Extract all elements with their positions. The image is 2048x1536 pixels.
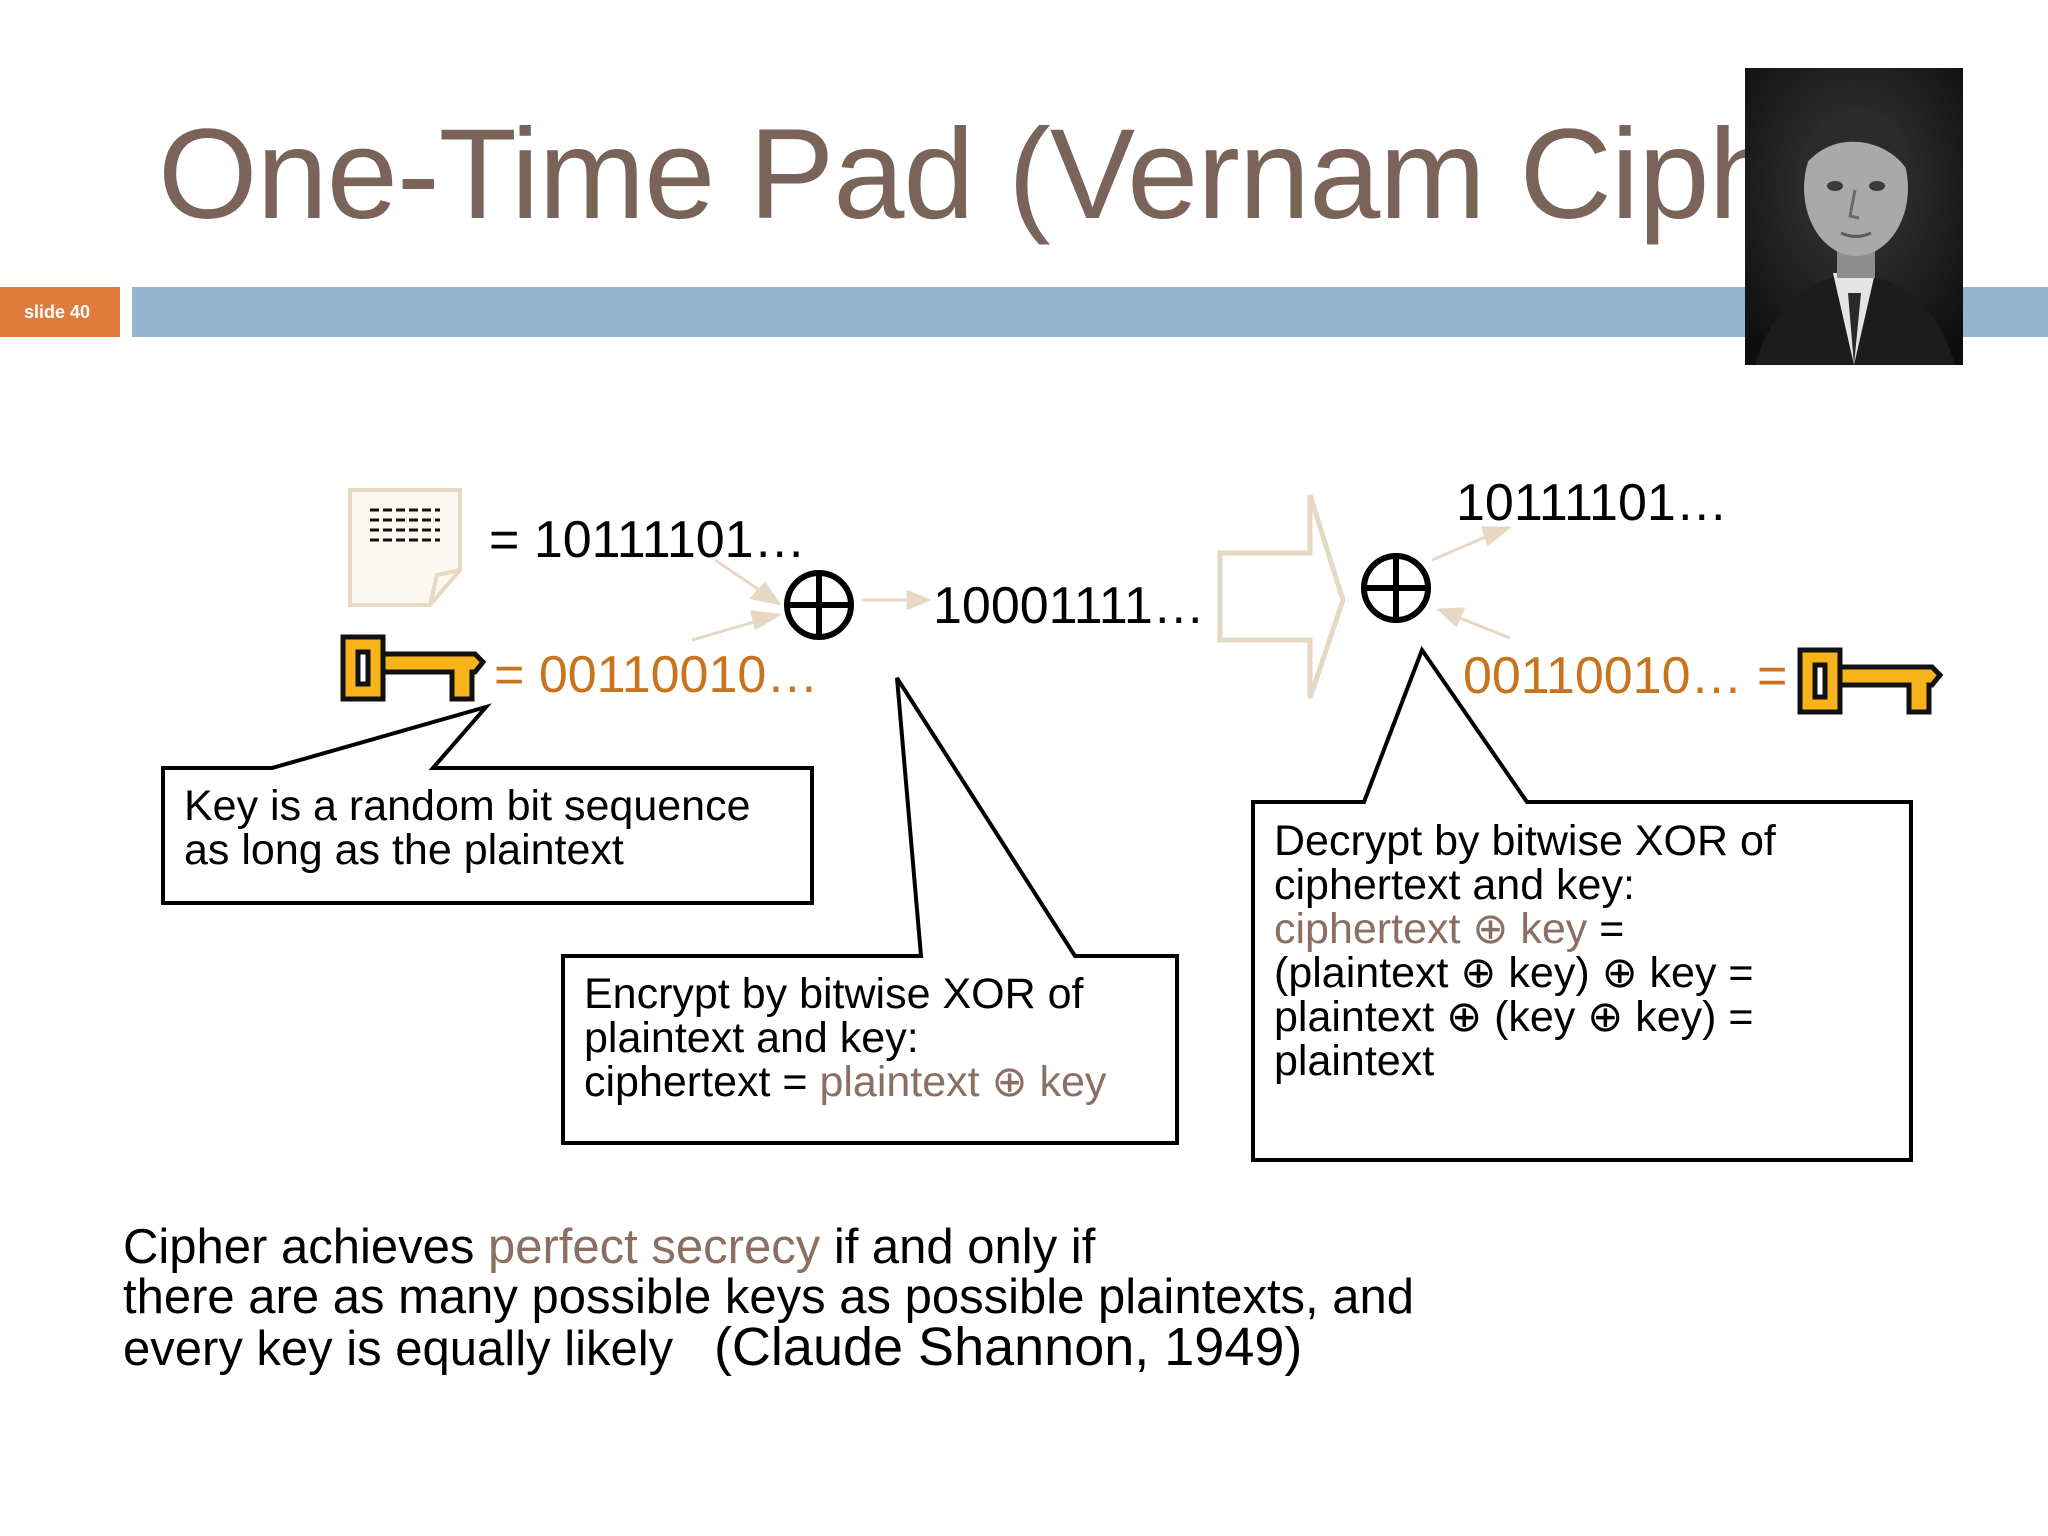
plaintext-bits: = 10111101… [489,511,806,569]
callout-line-prefix: ciphertext = [584,1058,820,1106]
encrypt-callout-box [561,676,1179,1145]
callout-line: Decrypt by bitwise XOR of [1274,817,1776,865]
vernam-portrait [1745,68,1963,365]
formula-emphasis: ciphertext ⊕ key [1274,905,1588,953]
key-callout-box [161,703,814,905]
footer-suffix: if and only if [820,1220,1096,1274]
key-bits: = 00110010… [494,646,819,704]
footer-line: every key is equally likely (Claude Shan… [123,1320,1414,1374]
title-divider-bar [132,287,2048,337]
callout-line: as long as the plaintext [184,826,624,874]
encrypt-callout-text: Encrypt by bitwise XOR of plaintext and … [584,972,1106,1104]
callout-line: plaintext and key: [584,1014,919,1062]
shannon-citation: (Claude Shannon, 1949) [713,1317,1303,1377]
callout-line-suffix: = [1587,905,1625,953]
key-callout-text: Key is a random bit sequence as long as … [184,784,751,872]
callout-line: Encrypt by bitwise XOR of [584,970,1084,1018]
perfect-secrecy-statement: Cipher achieves perfect secrecy if and o… [123,1222,1415,1374]
key-icon [340,634,487,702]
document-icon [348,488,462,607]
formula-emphasis: plaintext ⊕ key [819,1058,1107,1106]
arrow-icon [1217,494,1346,699]
callout-line: Key is a random bit sequence [184,782,751,830]
decrypt-callout-box [1251,645,1913,1162]
decrypt-callout-text: Decrypt by bitwise XOR of ciphertext and… [1274,819,1776,1083]
footer-line: there are as many possible keys as possi… [123,1270,1415,1324]
slide-number-tag: slide 40 [0,287,120,337]
ciphertext-bits: 10001111… [933,577,1205,635]
callout-line: ciphertext ⊕ key = [1274,907,1776,951]
arrow-icon [691,558,933,642]
footer-line3: every key is equally likely [123,1322,714,1376]
footer-prefix: Cipher achieves [123,1220,488,1274]
xor-icon [1361,553,1431,623]
callout-line: ciphertext and key: [1274,861,1635,909]
xor-icon [784,570,854,640]
callout-line: plaintext ⊕ (key ⊕ key) = [1274,993,1754,1041]
callout-line: (plaintext ⊕ key) ⊕ key = [1274,949,1754,997]
callout-line: ciphertext = plaintext ⊕ key [584,1060,1106,1104]
perfect-secrecy-term: perfect secrecy [487,1220,821,1274]
decrypt-key-bits: 00110010… = [1463,647,1788,705]
footer-line: Cipher achieves perfect secrecy if and o… [123,1222,1414,1272]
arrow-icon [1431,526,1513,640]
decrypted-plaintext-bits: 10111101… [1456,474,1728,532]
key-icon [1797,647,1944,715]
callout-line: plaintext [1274,1037,1435,1085]
slide-title: One-Time Pad (Vernam Ciph [158,103,1758,246]
